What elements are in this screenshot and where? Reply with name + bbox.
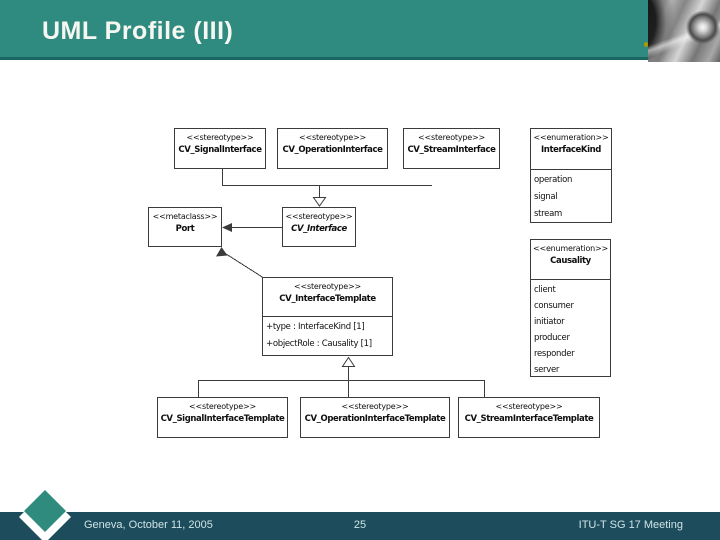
class-name: CV_SignalInterface: [178, 145, 262, 155]
enum-value: operation: [534, 175, 573, 185]
corner-photo: [648, 0, 720, 62]
diamond-logo-icon: [19, 490, 71, 540]
class-name: CV_StreamInterface: [407, 145, 496, 155]
enum-value: client: [534, 285, 556, 295]
footer-bar: 25 Geneva, October 11, 2005 ITU-T SG 17 …: [0, 512, 720, 540]
uml-metaclass-port: <<metaclass>> Port: [148, 207, 222, 247]
enum-value: consumer: [534, 301, 574, 311]
stereotype-label: <<enumeration>>: [532, 244, 609, 253]
uml-class-cv-signalinterface: <<stereotype>> CV_SignalInterface: [174, 128, 266, 169]
enum-value: responder: [534, 349, 575, 359]
footer-meeting-name: ITU-T SG 17 Meeting: [578, 519, 683, 531]
attribute: +objectRole : Causality [1]: [266, 339, 372, 349]
generalization-triangle-up-icon: [341, 356, 356, 367]
header-bar: [0, 0, 720, 57]
uml-enumeration-interfacekind: <<enumeration>> InterfaceKind operation …: [530, 128, 612, 223]
stereotype-label: <<stereotype>>: [341, 402, 409, 411]
generalization-triangle-down-icon: [312, 197, 327, 207]
uml-class-cv-signalinterfacetemplate: <<stereotype>> CV_SignalInterfaceTemplat…: [157, 397, 288, 438]
attribute: +type : InterfaceKind [1]: [266, 322, 365, 332]
page-number: 25: [353, 519, 367, 531]
uml-class-cv-interfacetemplate: <<stereotype>> CV_InterfaceTemplate +typ…: [262, 277, 393, 356]
enumeration-name: InterfaceKind: [541, 145, 601, 155]
enum-value: signal: [534, 192, 558, 202]
uml-class-cv-streaminterfacetemplate: <<stereotype>> CV_StreamInterfaceTemplat…: [458, 397, 600, 438]
arrowhead-left-icon: [222, 223, 232, 232]
stereotype-label: <<metaclass>>: [152, 212, 218, 221]
enum-value: server: [534, 365, 560, 375]
arrowhead-up-icon: [216, 247, 228, 257]
uml-class-cv-streaminterface: <<stereotype>> CV_StreamInterface: [403, 128, 500, 169]
enumeration-name: Causality: [550, 256, 591, 266]
uml-class-cv-operationinterface: <<stereotype>> CV_OperationInterface: [277, 128, 388, 169]
class-name: CV_OperationInterfaceTemplate: [304, 414, 446, 424]
enum-value: stream: [534, 209, 562, 219]
class-name: CV_InterfaceTemplate: [279, 294, 376, 304]
header-edge-line: [0, 57, 720, 60]
class-name: CV_OperationInterface: [282, 145, 383, 155]
uml-enumeration-causality: <<enumeration>> Causality client consume…: [530, 239, 611, 377]
stereotype-label: <<stereotype>>: [285, 212, 353, 221]
enum-value: producer: [534, 333, 570, 343]
class-name: Port: [175, 224, 195, 234]
slide-title: UML Profile (III): [42, 17, 234, 45]
footer-location-date: Geneva, October 11, 2005: [84, 519, 213, 531]
class-name: CV_SignalInterfaceTemplate: [160, 414, 285, 424]
stereotype-label: <<stereotype>>: [417, 133, 486, 142]
enumeration-values: client consumer initiator producer respo…: [531, 279, 610, 380]
enum-value: initiator: [534, 317, 565, 327]
uml-class-cv-interface: <<stereotype>> CV_Interface: [282, 207, 356, 247]
corner-photo-dot: [644, 42, 648, 47]
stereotype-label: <<stereotype>>: [495, 402, 563, 411]
stereotype-label: <<stereotype>>: [188, 402, 257, 411]
uml-class-cv-operationinterfacetemplate: <<stereotype>> CV_OperationInterfaceTemp…: [300, 397, 450, 438]
stereotype-label: <<stereotype>>: [293, 282, 362, 291]
stereotype-label: <<stereotype>>: [186, 133, 254, 142]
stereotype-label: <<enumeration>>: [533, 133, 609, 142]
enumeration-values: operation signal stream: [531, 169, 611, 225]
class-name: CV_Interface: [291, 224, 347, 234]
class-attributes: +type : InterfaceKind [1] +objectRole : …: [263, 316, 392, 355]
class-name: CV_StreamInterfaceTemplate: [464, 414, 594, 424]
stereotype-label: <<stereotype>>: [298, 133, 367, 142]
